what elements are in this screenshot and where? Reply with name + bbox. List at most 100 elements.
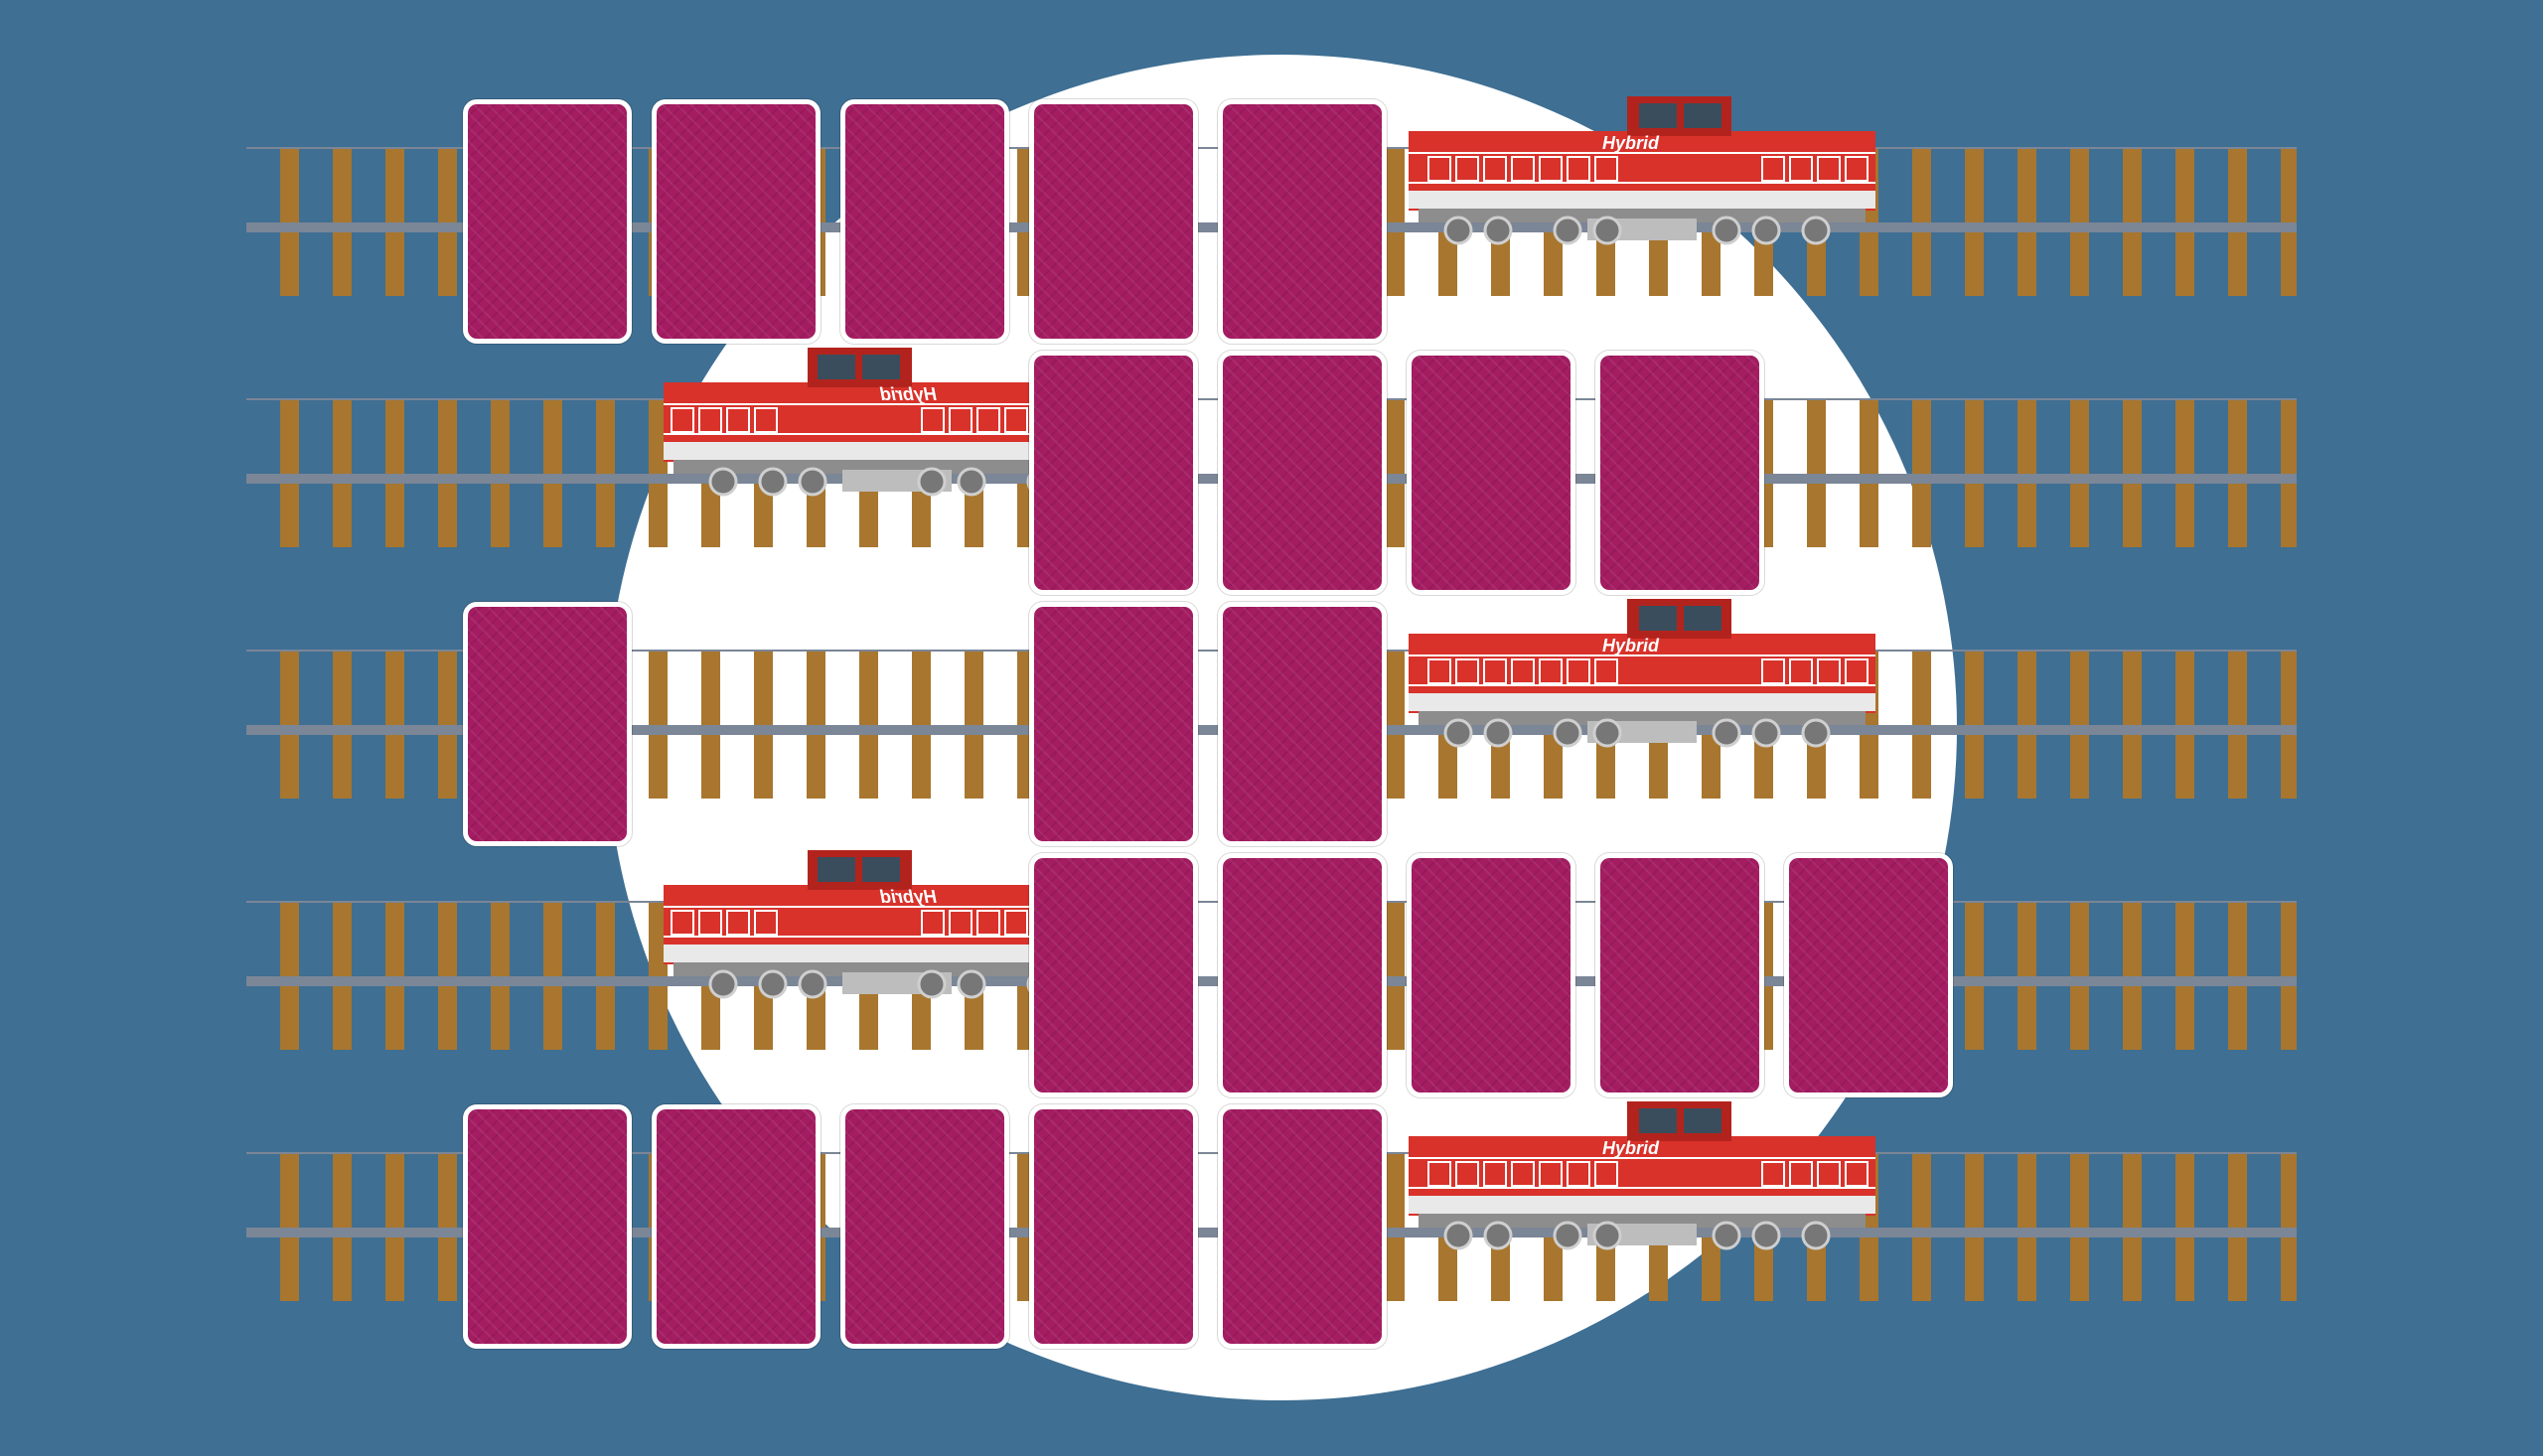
card-face-down[interactable] bbox=[652, 99, 821, 344]
train-locomotive: Hybrid bbox=[654, 343, 1140, 516]
train-locomotive: Hybrid bbox=[1399, 91, 1885, 265]
track-sleeper bbox=[2175, 901, 2194, 1050]
locomotive-wheel bbox=[708, 969, 738, 999]
card-face-down[interactable] bbox=[1029, 602, 1198, 846]
card-face-down[interactable] bbox=[840, 99, 1009, 344]
track-sleeper bbox=[2175, 1152, 2194, 1301]
locomotive-wheel bbox=[1751, 216, 1781, 245]
track-sleeper bbox=[1386, 901, 1405, 1050]
track-sleeper bbox=[1912, 1152, 1931, 1301]
card-face-down[interactable] bbox=[1595, 853, 1764, 1097]
track-sleeper bbox=[1912, 147, 1931, 296]
track-sleeper bbox=[280, 147, 299, 296]
card-face-down[interactable] bbox=[1218, 99, 1387, 344]
card-face-down[interactable] bbox=[1407, 351, 1575, 595]
locomotive-wheel bbox=[1553, 1221, 1582, 1250]
track-sleeper bbox=[543, 901, 562, 1050]
train-locomotive: Hybrid bbox=[1399, 1096, 1885, 1270]
track-sleeper bbox=[438, 398, 457, 547]
locomotive-wheel bbox=[957, 969, 986, 999]
locomotive-wheel bbox=[1592, 216, 1622, 245]
card-face-down[interactable] bbox=[1218, 602, 1387, 846]
locomotive-wheel bbox=[917, 969, 947, 999]
card-face-down[interactable] bbox=[463, 99, 632, 344]
locomotive-wheel bbox=[1801, 216, 1831, 245]
card-face-down[interactable] bbox=[463, 602, 632, 846]
locomotive-wheel bbox=[1592, 718, 1622, 748]
track-sleeper bbox=[2018, 901, 2036, 1050]
track-sleeper bbox=[807, 650, 825, 799]
track-sleeper bbox=[2281, 398, 2297, 547]
card-face-down[interactable] bbox=[1595, 351, 1764, 595]
locomotive-wheel bbox=[1483, 1221, 1513, 1250]
train-locomotive: Hybrid bbox=[1399, 594, 1885, 768]
track-sleeper bbox=[2228, 650, 2247, 799]
card-face-down[interactable] bbox=[1784, 853, 1953, 1097]
card-face-down[interactable] bbox=[463, 1104, 632, 1349]
locomotive-wheel bbox=[1443, 718, 1473, 748]
card-face-down[interactable] bbox=[1218, 351, 1387, 595]
locomotive-wheel bbox=[708, 467, 738, 497]
track-sleeper bbox=[543, 398, 562, 547]
track-sleeper bbox=[1965, 1152, 1984, 1301]
card-face-down[interactable] bbox=[1029, 1104, 1198, 1349]
track-sleeper bbox=[280, 901, 299, 1050]
track-sleeper bbox=[2123, 147, 2142, 296]
locomotive-wheel bbox=[917, 467, 947, 497]
locomotive-wheel bbox=[1443, 216, 1473, 245]
track-sleeper bbox=[2070, 901, 2089, 1050]
locomotive-wheel bbox=[1712, 718, 1741, 748]
track-sleeper bbox=[438, 901, 457, 1050]
card-face-down[interactable] bbox=[1407, 853, 1575, 1097]
card-face-down[interactable] bbox=[1218, 1104, 1387, 1349]
track-sleeper bbox=[1386, 1152, 1405, 1301]
card-face-down[interactable] bbox=[1029, 351, 1198, 595]
locomotive-wheel bbox=[957, 467, 986, 497]
track-sleeper bbox=[2070, 1152, 2089, 1301]
locomotive-wheel bbox=[1443, 1221, 1473, 1250]
card-face-down[interactable] bbox=[1029, 853, 1198, 1097]
locomotive-label: Hybrid bbox=[1602, 636, 1660, 655]
track-sleeper bbox=[2018, 147, 2036, 296]
track-sleeper bbox=[1386, 147, 1405, 296]
track-sleeper bbox=[2018, 650, 2036, 799]
locomotive-wheel bbox=[1592, 1221, 1622, 1250]
card-face-down[interactable] bbox=[652, 1104, 821, 1349]
track-sleeper bbox=[2228, 398, 2247, 547]
locomotive-wheel bbox=[1712, 1221, 1741, 1250]
track-sleeper bbox=[2123, 650, 2142, 799]
track-sleeper bbox=[2175, 398, 2194, 547]
track-sleeper bbox=[2175, 147, 2194, 296]
track-sleeper bbox=[2281, 147, 2297, 296]
track-sleeper bbox=[1386, 650, 1405, 799]
track-sleeper bbox=[385, 650, 404, 799]
track-sleeper bbox=[280, 650, 299, 799]
locomotive-wheel bbox=[798, 467, 827, 497]
track-sleeper bbox=[2123, 398, 2142, 547]
locomotive-wheel bbox=[1801, 718, 1831, 748]
track-sleeper bbox=[333, 901, 352, 1050]
locomotive-label: Hybrid bbox=[1602, 1138, 1660, 1158]
track-sleeper bbox=[2018, 1152, 2036, 1301]
card-face-down[interactable] bbox=[1029, 99, 1198, 344]
locomotive-wheel bbox=[1553, 718, 1582, 748]
track-sleeper bbox=[1912, 650, 1931, 799]
card-face-down[interactable] bbox=[840, 1104, 1009, 1349]
card-face-down[interactable] bbox=[1218, 853, 1387, 1097]
track-sleeper bbox=[333, 147, 352, 296]
track-sleeper bbox=[1386, 398, 1405, 547]
track-sleeper bbox=[649, 901, 668, 1050]
track-sleeper bbox=[2175, 650, 2194, 799]
track-sleeper bbox=[596, 398, 615, 547]
locomotive-wheel bbox=[758, 969, 788, 999]
track-sleeper bbox=[2228, 147, 2247, 296]
locomotive-wheel bbox=[1801, 1221, 1831, 1250]
track-sleeper bbox=[1965, 147, 1984, 296]
track-sleeper bbox=[754, 650, 773, 799]
track-sleeper bbox=[491, 901, 510, 1050]
track-sleeper bbox=[649, 650, 668, 799]
track-sleeper bbox=[491, 398, 510, 547]
locomotive-wheel bbox=[758, 467, 788, 497]
track-sleeper bbox=[438, 1152, 457, 1301]
